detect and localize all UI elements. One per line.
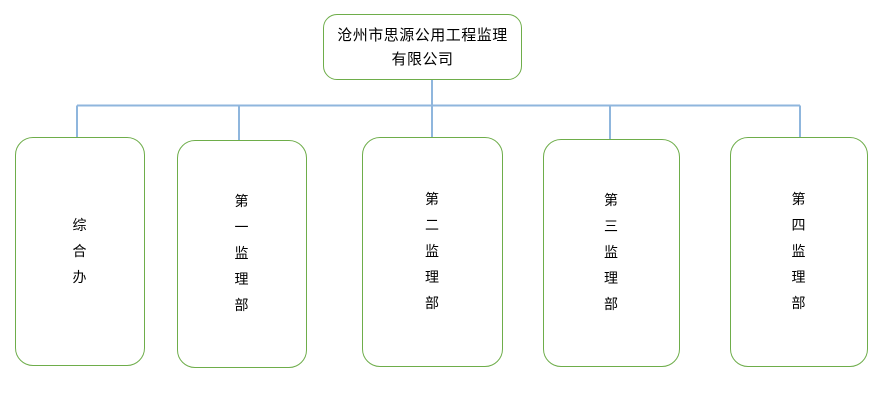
- label-char: 部: [604, 297, 619, 313]
- org-box-supervision-dept-3[interactable]: 第三监理部: [543, 139, 680, 367]
- org-box-general-office[interactable]: 综合办: [15, 137, 145, 366]
- org-box-supervision-dept-4-label: 第四监理部: [792, 187, 807, 317]
- org-box-root-label: 沧州市思源公用工程监理 有限公司: [337, 26, 508, 68]
- label-char: 理: [425, 270, 440, 286]
- org-box-supervision-dept-2[interactable]: 第二监理部: [362, 137, 503, 367]
- org-box-general-office-label: 综合办: [73, 213, 88, 291]
- label-char: 监: [604, 245, 619, 261]
- label-char: 合: [72, 243, 88, 260]
- label-char: 第: [604, 193, 619, 209]
- label-char: 理: [791, 270, 807, 286]
- label-char: 第: [791, 192, 807, 208]
- label-char: 部: [234, 298, 250, 314]
- label-char: 二: [425, 218, 440, 234]
- label-char: 理: [604, 271, 619, 287]
- label-char: 综: [72, 217, 88, 234]
- org-box-supervision-dept-3-label: 第三监理部: [604, 188, 619, 318]
- label-char: 监: [234, 246, 250, 262]
- label-char: 办: [72, 269, 88, 286]
- label-char: 三: [604, 219, 619, 235]
- label-char: 监: [425, 244, 440, 260]
- label-char: 监: [791, 244, 807, 260]
- label-char: 部: [425, 296, 440, 312]
- label-char: 第: [234, 194, 250, 210]
- label-char: 第: [425, 192, 440, 208]
- label-char: 部: [791, 296, 807, 312]
- org-box-supervision-dept-1[interactable]: 第一监理部: [177, 140, 307, 368]
- label-char: 理: [234, 272, 250, 288]
- org-box-supervision-dept-2-label: 第二监理部: [425, 187, 440, 317]
- org-box-supervision-dept-4[interactable]: 第四监理部: [730, 137, 868, 367]
- label-char: 一: [234, 220, 250, 236]
- org-box-root[interactable]: 沧州市思源公用工程监理 有限公司: [323, 14, 522, 80]
- label-char: 四: [791, 218, 807, 234]
- org-box-supervision-dept-1-label: 第一监理部: [235, 189, 250, 319]
